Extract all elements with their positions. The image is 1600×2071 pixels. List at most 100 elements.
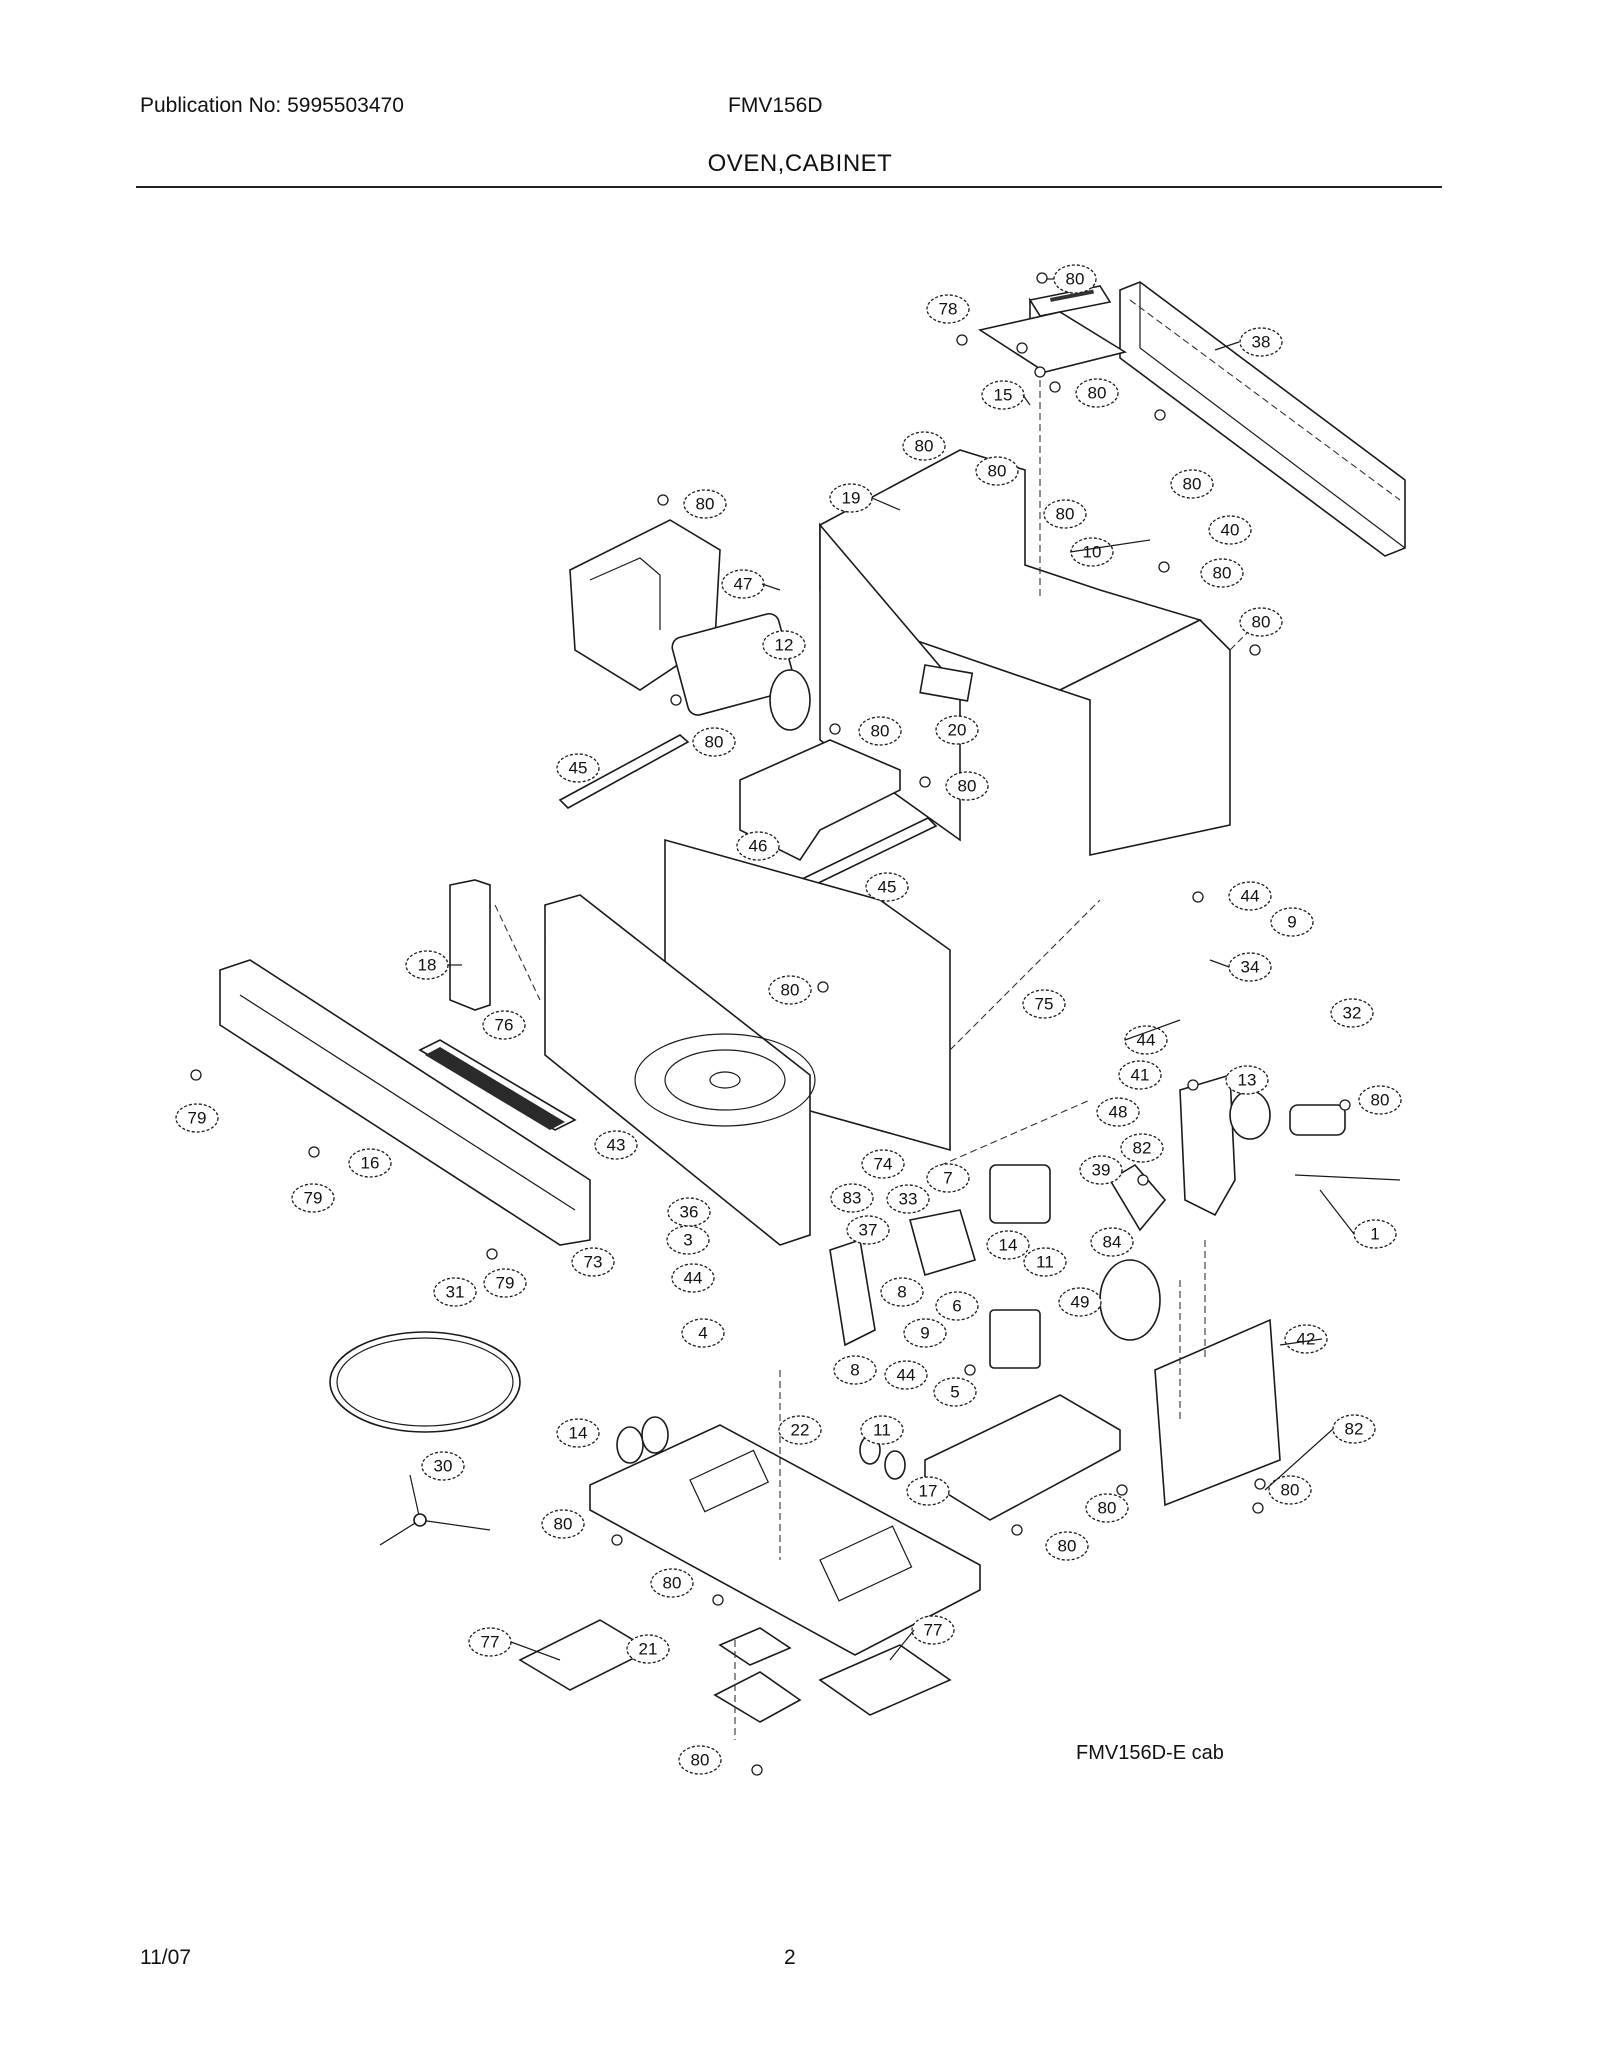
svg-text:80: 80	[1371, 1091, 1390, 1110]
callout-bubble: 20	[935, 715, 979, 745]
svg-text:31: 31	[446, 1283, 465, 1302]
svg-text:12: 12	[775, 636, 794, 655]
svg-text:83: 83	[843, 1189, 862, 1208]
svg-text:80: 80	[1098, 1499, 1117, 1518]
callout-bubble: 42	[1284, 1324, 1328, 1354]
svg-text:49: 49	[1071, 1293, 1090, 1312]
callout-bubble: 79	[483, 1268, 527, 1298]
callout-bubble: 1	[1353, 1219, 1397, 1249]
callout-bubble: 37	[846, 1215, 890, 1245]
svg-text:80: 80	[1281, 1481, 1300, 1500]
svg-text:15: 15	[994, 386, 1013, 405]
callout-bubble: 80	[975, 456, 1019, 486]
svg-text:46: 46	[749, 837, 768, 856]
callout-bubble: 80	[858, 716, 902, 746]
motor-bracket-part	[1179, 1073, 1236, 1217]
cover-plate-part	[713, 1671, 802, 1723]
svg-text:38: 38	[1252, 333, 1271, 352]
svg-text:41: 41	[1131, 1066, 1150, 1085]
svg-text:82: 82	[1345, 1420, 1364, 1439]
callout-bubble: 80	[650, 1568, 694, 1598]
callout-bubble: 43	[594, 1130, 638, 1160]
callout-bubble: 13	[1225, 1065, 1269, 1095]
svg-text:84: 84	[1103, 1233, 1122, 1252]
fan-blade-part	[1108, 1163, 1167, 1232]
svg-text:40: 40	[1221, 521, 1240, 540]
callout-bubble: 78	[926, 294, 970, 324]
callout-bubble: 5	[933, 1377, 977, 1407]
svg-text:76: 76	[495, 1016, 514, 1035]
callout-bubble: 47	[721, 569, 765, 599]
callout-bubble: 80	[1075, 378, 1119, 408]
callout-bubble: 19	[829, 483, 873, 513]
callout-bubble: 83	[830, 1183, 874, 1213]
callout-bubble: 45	[865, 872, 909, 902]
callout-bubble: 21	[626, 1634, 670, 1664]
control-panel-part	[219, 959, 591, 1246]
svg-text:39: 39	[1092, 1161, 1111, 1180]
roller-support-part	[379, 1474, 491, 1546]
svg-text:9: 9	[1287, 913, 1296, 932]
callout-bubble: 80	[1053, 264, 1097, 294]
callout-bubble: 22	[778, 1415, 822, 1445]
switch-bracket-part	[829, 1238, 876, 1347]
callout-bubble: 9	[903, 1318, 947, 1348]
side-cover-part	[1154, 1318, 1281, 1507]
svg-text:4: 4	[698, 1324, 707, 1343]
callout-bubble: 7	[926, 1163, 970, 1193]
svg-text:80: 80	[1066, 270, 1085, 289]
model-number: FMV156D	[728, 94, 823, 117]
svg-text:17: 17	[919, 1482, 938, 1501]
svg-text:1: 1	[1370, 1225, 1379, 1244]
callout-bubble: 82	[1332, 1414, 1376, 1444]
svg-text:9: 9	[920, 1324, 929, 1343]
side-trim-part	[449, 879, 491, 1011]
callout-bubble: 80	[541, 1509, 585, 1539]
svg-text:80: 80	[915, 437, 934, 456]
callout-bubble: 77	[468, 1627, 512, 1657]
callout-bubble: 18	[405, 950, 449, 980]
svg-text:7: 7	[943, 1169, 952, 1188]
callout-bubble: 16	[348, 1148, 392, 1178]
svg-text:10: 10	[1083, 543, 1102, 562]
svg-text:19: 19	[842, 489, 861, 508]
callout-bubble: 80	[1200, 558, 1244, 588]
svg-text:5: 5	[950, 1383, 959, 1402]
callout-bubble: 6	[935, 1291, 979, 1321]
svg-text:14: 14	[569, 1424, 588, 1443]
svg-text:20: 20	[948, 721, 967, 740]
svg-text:80: 80	[1088, 384, 1107, 403]
callout-bubble: 4	[681, 1318, 725, 1348]
callout-bubble: 36	[667, 1197, 711, 1227]
svg-text:80: 80	[1056, 505, 1075, 524]
callout-bubble: 34	[1228, 952, 1272, 982]
footer-date: 11/07	[140, 1946, 191, 1969]
callout-bubble: 75	[1022, 989, 1066, 1019]
svg-text:80: 80	[781, 981, 800, 1000]
screw-markers	[190, 272, 1351, 1776]
callout-bubble: 80	[1045, 1531, 1089, 1561]
page-title: OVEN,CABINET	[707, 150, 893, 177]
callout-bubble: 80	[945, 771, 989, 801]
svg-text:44: 44	[897, 1366, 916, 1385]
svg-text:22: 22	[791, 1421, 810, 1440]
callout-bubble: 82	[1120, 1133, 1164, 1163]
svg-text:18: 18	[418, 956, 437, 975]
svg-text:11: 11	[1036, 1253, 1054, 1272]
svg-text:33: 33	[899, 1190, 918, 1209]
svg-text:77: 77	[924, 1621, 943, 1640]
svg-text:8: 8	[850, 1361, 859, 1380]
svg-text:79: 79	[304, 1189, 323, 1208]
callout-bubble: 33	[886, 1184, 930, 1214]
callout-bubble: 32	[1330, 998, 1374, 1028]
callout-bubble: 76	[482, 1010, 526, 1040]
callout-bubble: 80	[902, 431, 946, 461]
callout-bubble: 73	[571, 1247, 615, 1277]
svg-text:79: 79	[496, 1274, 515, 1293]
outer-cabinet-top	[818, 449, 1203, 691]
callout-bubble: 11	[860, 1415, 904, 1445]
svg-text:42: 42	[1297, 1330, 1316, 1349]
svg-text:80: 80	[871, 722, 890, 741]
svg-text:73: 73	[584, 1253, 603, 1272]
callout-bubble: 80	[768, 975, 812, 1005]
